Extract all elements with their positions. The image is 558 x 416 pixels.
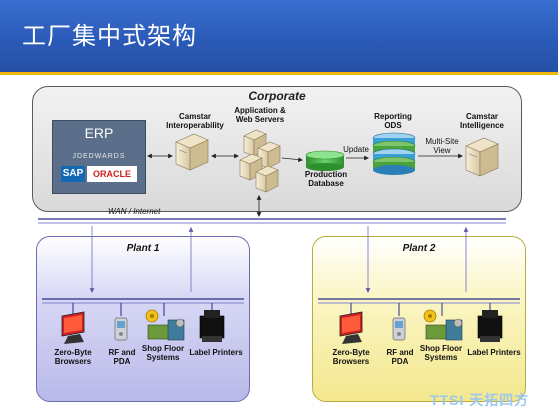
p2-browsers-label-line2: Browsers	[332, 357, 370, 366]
reporting-label: Reporting ODS	[365, 112, 421, 130]
prod-db-label: Production Database	[295, 170, 357, 188]
p1-shop-label-line2: Systems	[146, 353, 180, 362]
title-bar	[0, 0, 558, 72]
wan-label: WAN / Internet	[108, 207, 161, 216]
title-accent-line	[0, 72, 558, 75]
app-web-label-line1: Application &	[234, 106, 286, 115]
production-database-icon	[305, 150, 345, 171]
p1-monitor-icon	[61, 311, 85, 344]
p2-printers-label: Label Printers	[467, 348, 521, 357]
app-web-label-line2: Web Servers	[235, 115, 285, 124]
plant2-title: Plant 2	[402, 243, 436, 254]
reporting-label-line1: Reporting	[374, 112, 412, 121]
intelligence-label-line2: Intelligence	[459, 121, 504, 130]
p1-browsers-label-line1: Zero-Byte	[54, 348, 92, 357]
multisite-label: Multi-Site View	[420, 137, 464, 155]
erp-title: ERP	[84, 125, 114, 141]
app-web-servers-icon	[239, 129, 281, 193]
p2-pda-label: RF and PDA	[383, 348, 417, 366]
interop-label: Camstar Interoperability	[160, 112, 230, 130]
sap-logo: SAP	[61, 166, 85, 182]
p1-browsers-label-line2: Browsers	[54, 357, 92, 366]
interop-server-icon	[175, 133, 209, 171]
interop-label-line2: Interoperability	[166, 121, 224, 130]
p2-monitor-icon	[339, 311, 363, 344]
p2-pda-icon	[392, 317, 406, 341]
p2-browsers-label-line1: Zero-Byte	[332, 348, 370, 357]
p1-pda-label: RF and PDA	[105, 348, 139, 366]
intelligence-server-icon	[465, 137, 499, 177]
corporate-title: Corporate	[248, 89, 306, 103]
p1-printers-label: Label Printers	[189, 348, 243, 357]
p1-browsers-label: Zero-Byte Browsers	[48, 348, 98, 366]
interop-label-line1: Camstar	[178, 112, 211, 121]
intelligence-label-line1: Camstar	[465, 112, 498, 121]
p1-pda-label-line1: RF and	[108, 348, 136, 357]
p1-shop-label-line1: Shop Floor	[141, 344, 185, 353]
p2-pda-label-line1: RF and	[386, 348, 414, 357]
p1-shop-label: Shop Floor Systems	[138, 344, 188, 362]
p2-shop-label: Shop Floor Systems	[416, 344, 466, 362]
p1-pda-icon	[114, 317, 128, 341]
reporting-label-line2: ODS	[384, 121, 402, 130]
oracle-logo: ORACLE	[87, 166, 137, 182]
app-db-link	[281, 157, 303, 163]
p1-pda-label-line2: PDA	[113, 357, 131, 366]
p2-shop-label-line1: Shop Floor	[419, 344, 463, 353]
p2-pda-label-line2: PDA	[391, 357, 409, 366]
prod-db-label-line2: Database	[308, 179, 344, 188]
reporting-ods-icon	[372, 132, 416, 175]
plant1-title: Plant 1	[126, 243, 160, 254]
p2-browsers-label: Zero-Byte Browsers	[326, 348, 376, 366]
prod-db-label-line1: Production	[304, 170, 348, 179]
watermark: TTSI 天拓四方	[430, 392, 530, 408]
multisite-label-line2: View	[433, 146, 451, 155]
jd-edwards-logo: JDEDWARDS	[72, 153, 126, 160]
p1-shop-floor-icon	[145, 309, 185, 341]
erp-box: ERP JDEDWARDS SAP ORACLE	[52, 120, 146, 194]
multisite-label-line1: Multi-Site	[425, 137, 459, 146]
p2-printer-icon	[477, 310, 503, 342]
p2-shop-label-line2: Systems	[424, 353, 458, 362]
update-label: Update	[343, 145, 369, 154]
intelligence-label: Camstar Intelligence	[452, 112, 512, 130]
p1-printer-icon	[199, 310, 225, 342]
app-web-label: Application & Web Servers	[226, 106, 294, 124]
p2-shop-floor-icon	[423, 309, 463, 341]
page-title: 工厂集中式架构	[22, 23, 197, 50]
